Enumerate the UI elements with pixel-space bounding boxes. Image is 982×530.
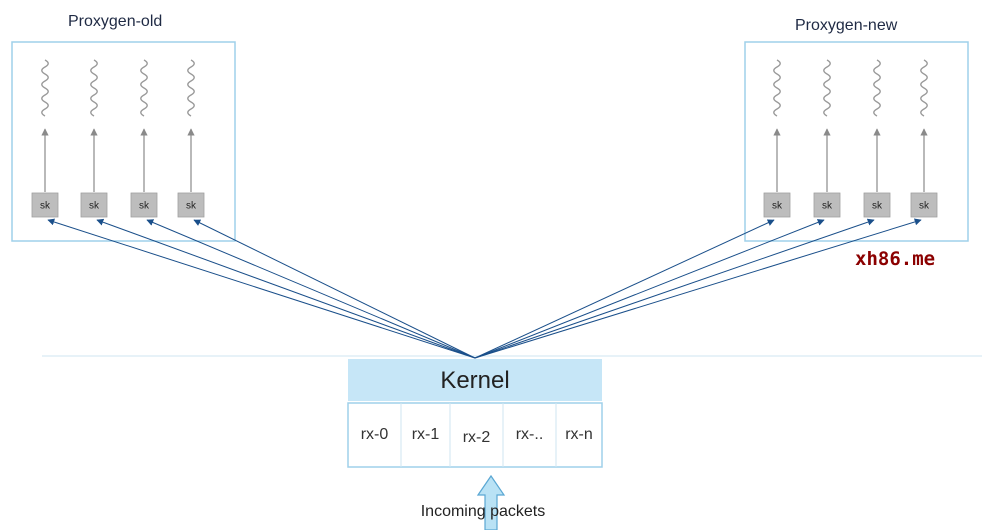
- incoming-arrow-shape: [476, 474, 506, 530]
- thread-wavy-line-icon: [140, 59, 148, 117]
- socket-old-1: sk: [80, 59, 108, 218]
- socket-box: [31, 192, 59, 218]
- socket-new-1: sk: [813, 59, 841, 218]
- fanout-lines: [47, 218, 922, 359]
- fanout-line-old-0: [47, 218, 476, 359]
- rx-queue-4: rx-n: [565, 426, 593, 443]
- fanout-line-old-2: [146, 219, 476, 359]
- socket-box: [130, 192, 158, 218]
- rx-queue-1: rx-1: [412, 426, 440, 443]
- group-title-old: Proxygen-old: [68, 13, 162, 30]
- socket-new-0: sk: [763, 59, 791, 218]
- kernel-label: Kernel: [440, 367, 509, 394]
- socket-label: sk: [772, 201, 783, 212]
- socket-label: sk: [89, 201, 100, 212]
- kernel-block: Kernel: [348, 359, 602, 401]
- thread-wavy-line-icon: [90, 59, 98, 117]
- group-proxygen-new: Proxygen-new sk sk sk sk: [744, 17, 969, 242]
- socket-label: sk: [139, 201, 150, 212]
- watermark-text: xh86.me: [855, 248, 935, 270]
- thread-wavy-line-icon: [41, 59, 49, 117]
- socket-label: sk: [872, 201, 883, 212]
- socket-old-0: sk: [31, 59, 59, 218]
- fanout-line-new-0: [474, 219, 775, 359]
- thread-wavy-line-icon: [873, 59, 881, 117]
- socket-box: [763, 192, 791, 218]
- incoming-label: Incoming packets: [421, 503, 546, 520]
- socket-label: sk: [186, 201, 197, 212]
- rx-queue-box: [347, 402, 603, 468]
- socket-label: sk: [822, 201, 833, 212]
- kernel-box: [348, 359, 602, 401]
- rx-queue-0: rx-0: [361, 426, 389, 443]
- socket-new-3: sk: [910, 59, 938, 218]
- thread-wavy-line-icon: [773, 59, 781, 117]
- rx-queue-2: rx-2: [463, 429, 491, 446]
- incoming-arrow: Incoming packets: [421, 474, 546, 530]
- socket-box: [177, 192, 205, 218]
- socket-box: [910, 192, 938, 218]
- group-proxygen-old: Proxygen-old sk sk sk sk: [11, 13, 236, 242]
- group-box-old: [11, 41, 236, 242]
- socket-box: [863, 192, 891, 218]
- socket-box: [80, 192, 108, 218]
- socket-new-2: sk: [863, 59, 891, 218]
- fanout-line-old-3: [193, 219, 476, 359]
- fanout-line-new-1: [474, 219, 825, 359]
- rx-queue-3: rx-..: [516, 426, 544, 443]
- socket-box: [813, 192, 841, 218]
- thread-wavy-line-icon: [823, 59, 831, 117]
- rx-queues: rx-0 rx-1 rx-2 rx-.. rx-n: [347, 402, 603, 468]
- group-box-new: [744, 41, 969, 242]
- socket-label: sk: [919, 201, 930, 212]
- fanout-line-new-2: [474, 218, 875, 359]
- fanout-line-old-1: [96, 218, 476, 359]
- thread-wavy-line-icon: [187, 59, 195, 117]
- socket-old-2: sk: [130, 59, 158, 218]
- group-title-new: Proxygen-new: [795, 17, 898, 34]
- socket-label: sk: [40, 201, 51, 212]
- socket-old-3: sk: [177, 59, 205, 218]
- fanout-line-new-3: [474, 218, 922, 359]
- thread-wavy-line-icon: [920, 59, 928, 117]
